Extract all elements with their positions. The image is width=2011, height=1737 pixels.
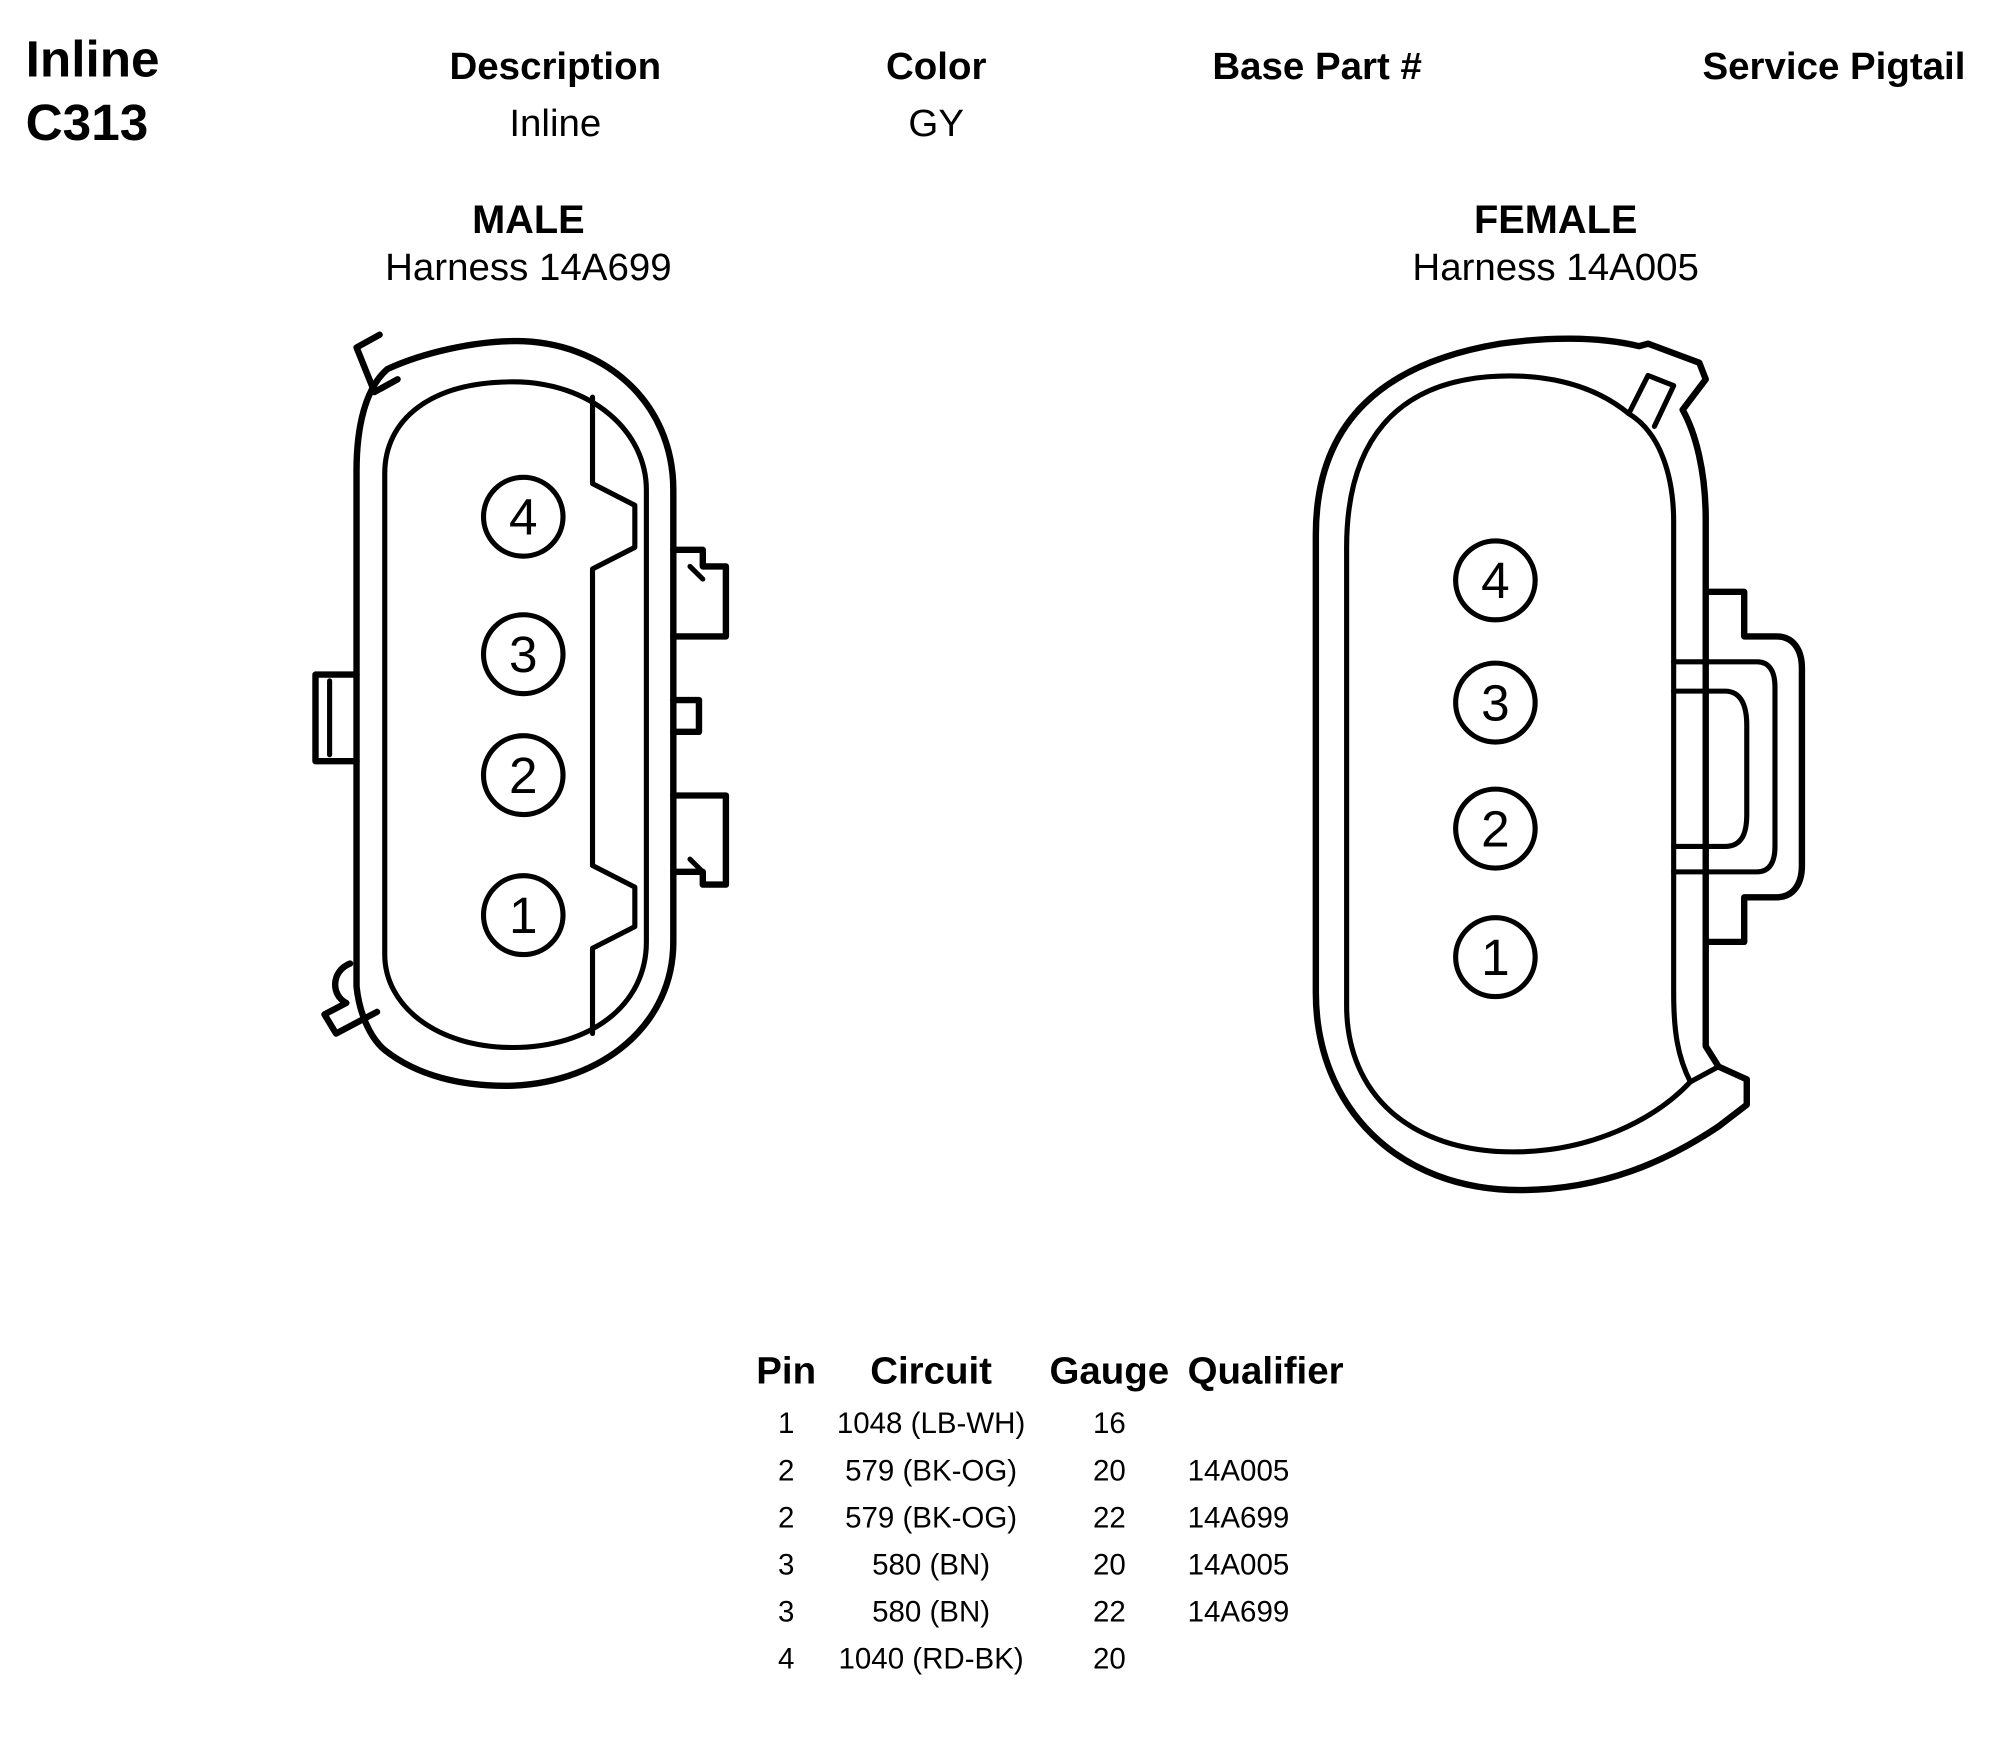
male-connector: MALE Harness 14A699 4 3 (312, 198, 730, 1089)
female-title: FEMALE (1474, 198, 1637, 242)
male-pin-4 (480, 474, 566, 559)
description-value: Inline (509, 102, 601, 145)
row-2-pin: 2 (778, 1454, 794, 1487)
row-6-pin: 4 (778, 1643, 794, 1676)
female-harness: Harness 14A005 (1412, 246, 1698, 289)
row-1-circuit: 1048 (LB-WH) (837, 1407, 1025, 1440)
male-pin-1 (480, 873, 566, 958)
row-5-gauge: 22 (1093, 1596, 1126, 1629)
row-1-gauge: 16 (1093, 1407, 1126, 1440)
female-pin-3 (1453, 660, 1538, 745)
row-3-circuit: 579 (BK-OG) (845, 1501, 1017, 1534)
female-pin-2 (1453, 786, 1538, 871)
table-header-gauge: Gauge (1050, 1350, 1170, 1393)
table-row: 2 579 (BK-OG) 20 14A005 (778, 1454, 1289, 1487)
row-4-gauge: 20 (1093, 1549, 1126, 1582)
male-harness: Harness 14A699 (385, 246, 671, 289)
male-pin-3 (480, 612, 566, 697)
row-4-circuit: 580 (BN) (872, 1549, 990, 1582)
row-6-gauge: 20 (1093, 1643, 1126, 1676)
table-row: 3 580 (BN) 20 14A005 (778, 1549, 1289, 1582)
row-5-qualifier: 14A699 (1188, 1596, 1290, 1629)
female-pin-4-label: 4 (1481, 552, 1510, 609)
table-header-qualifier: Qualifier (1188, 1350, 1344, 1393)
female-pin-3-label: 3 (1481, 675, 1510, 732)
male-pin-1-label: 1 (509, 887, 538, 944)
male-title: MALE (472, 198, 585, 242)
row-2-circuit: 579 (BK-OG) (845, 1454, 1017, 1487)
service-pigtail-label: Service Pigtail (1703, 45, 1966, 88)
row-4-qualifier: 14A005 (1188, 1549, 1290, 1582)
male-pin-2 (480, 733, 566, 818)
male-housing-outline (312, 331, 730, 1089)
row-6-circuit: 1040 (RD-BK) (839, 1643, 1024, 1676)
row-3-gauge: 22 (1093, 1501, 1126, 1534)
table-header-pin: Pin (756, 1350, 816, 1393)
header: Inline C313 Description Inline Color GY … (26, 31, 1966, 151)
color-label: Color (886, 45, 986, 88)
color-value: GY (908, 102, 964, 145)
row-4-pin: 3 (778, 1549, 794, 1582)
row-3-qualifier: 14A699 (1188, 1501, 1290, 1534)
female-pin-1-label: 1 (1481, 929, 1510, 986)
male-pin-2-label: 2 (509, 747, 538, 804)
connector-id: C313 (26, 94, 149, 151)
row-2-gauge: 20 (1093, 1454, 1126, 1487)
female-pin-2-label: 2 (1481, 801, 1510, 858)
female-pin-4 (1453, 538, 1538, 623)
female-connector: FEMALE Harness 14A005 4 3 2 1 (1312, 198, 1806, 1194)
row-5-circuit: 580 (BN) (872, 1596, 990, 1629)
pin-table: Pin Circuit Gauge Qualifier 1 1048 (LB-W… (756, 1350, 1343, 1676)
table-row: 3 580 (BN) 22 14A699 (778, 1596, 1289, 1629)
male-pin-4-label: 4 (509, 489, 538, 546)
row-2-qualifier: 14A005 (1188, 1454, 1290, 1487)
connector-type: Inline (26, 31, 160, 88)
base-part-label: Base Part # (1212, 45, 1422, 88)
female-pin-1 (1453, 915, 1538, 1000)
row-3-pin: 2 (778, 1501, 794, 1534)
table-row: 4 1040 (RD-BK) 20 (778, 1643, 1126, 1676)
row-5-pin: 3 (778, 1596, 794, 1629)
female-housing-outline (1312, 335, 1806, 1194)
description-label: Description (450, 45, 662, 88)
table-row: 2 579 (BK-OG) 22 14A699 (778, 1501, 1289, 1534)
row-1-pin: 1 (778, 1407, 794, 1440)
table-header-circuit: Circuit (870, 1350, 992, 1393)
male-pin-3-label: 3 (509, 626, 538, 683)
table-row: 1 1048 (LB-WH) 16 (778, 1407, 1126, 1440)
